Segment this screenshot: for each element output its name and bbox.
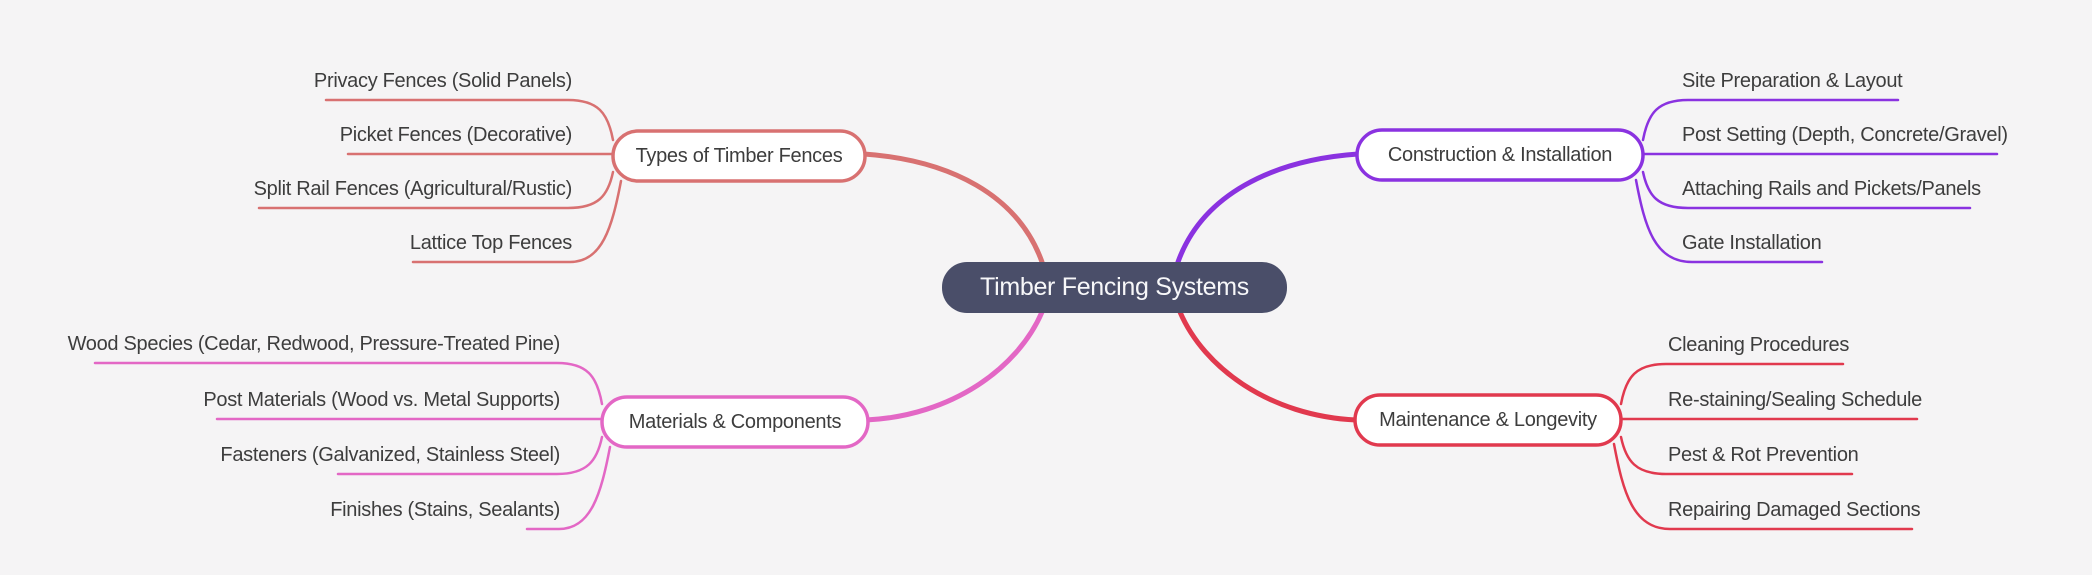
- child-label-site-preparation[interactable]: Site Preparation & Layout: [1682, 70, 1903, 92]
- link-construction-to-center: [1175, 151, 1361, 265]
- branch-label-maintenance[interactable]: Maintenance & Longevity: [1379, 408, 1597, 431]
- branch-label-types[interactable]: Types of Timber Fences: [635, 144, 843, 167]
- child-label-privacy-fences[interactable]: Privacy Fences (Solid Panels): [313, 70, 572, 92]
- link-privacy-fences: [324, 98, 615, 142]
- child-label-finishes[interactable]: Finishes (Stains, Sealants): [330, 499, 560, 521]
- link-materials-to-center: [863, 309, 1045, 423]
- link-site-preparation: [1641, 98, 1900, 142]
- node-pill-types[interactable]: [611, 129, 867, 183]
- link-cleaning-procedures: [1619, 362, 1845, 406]
- link-attaching-rails: [1641, 170, 1972, 210]
- child-label-gate-installation[interactable]: Gate Installation: [1682, 232, 1822, 254]
- node-pill-construction[interactable]: [1355, 128, 1645, 182]
- link-fasteners: [336, 435, 604, 476]
- node-pill-maintenance[interactable]: [1353, 393, 1623, 447]
- branch-label-construction[interactable]: Construction & Installation: [1387, 143, 1613, 166]
- center-node-label[interactable]: Timber Fencing Systems: [980, 273, 1249, 301]
- link-maintenance-to-center: [1177, 309, 1359, 423]
- child-label-lattice-top-fences[interactable]: Lattice Top Fences: [409, 232, 572, 254]
- branch-maintenance-links: [1177, 309, 1919, 531]
- child-label-attaching-rails[interactable]: Attaching Rails and Pickets/Panels: [1682, 178, 1981, 200]
- branch-types-links: [257, 98, 1045, 265]
- branch-construction-links: [1175, 98, 1999, 265]
- child-label-fasteners[interactable]: Fasteners (Galvanized, Stainless Steel): [220, 444, 560, 466]
- child-label-split-rail-fences[interactable]: Split Rail Fences (Agricultural/Rustic): [253, 178, 573, 200]
- link-finishes: [525, 445, 612, 531]
- link-pest-rot-prevention: [1619, 435, 1854, 476]
- link-split-rail-fences: [257, 170, 615, 210]
- branch-materials-links: [93, 309, 1045, 531]
- child-label-picket-fences[interactable]: Picket Fences (Decorative): [339, 124, 573, 146]
- child-label-cleaning-procedures[interactable]: Cleaning Procedures: [1668, 334, 1850, 356]
- link-gate-installation: [1634, 178, 1824, 264]
- child-label-post-setting[interactable]: Post Setting (Depth, Concrete/Gravel): [1682, 124, 2008, 146]
- link-repairing-sections: [1612, 442, 1914, 531]
- link-lattice-top-fences: [411, 179, 623, 264]
- link-wood-species: [93, 361, 604, 406]
- link-types-to-center: [861, 151, 1045, 265]
- child-label-post-materials[interactable]: Post Materials (Wood vs. Metal Supports): [203, 389, 560, 411]
- child-label-pest-rot-prevention[interactable]: Pest & Rot Prevention: [1668, 444, 1859, 466]
- child-label-repairing-sections[interactable]: Repairing Damaged Sections: [1668, 499, 1921, 521]
- node-pill-materials[interactable]: [600, 395, 870, 449]
- child-label-wood-species[interactable]: Wood Species (Cedar, Redwood, Pressure-T…: [67, 333, 561, 355]
- node-pill-center[interactable]: [942, 262, 1287, 313]
- branch-label-materials[interactable]: Materials & Components: [628, 410, 842, 433]
- child-label-restaining-schedule[interactable]: Re-staining/Sealing Schedule: [1668, 389, 1922, 411]
